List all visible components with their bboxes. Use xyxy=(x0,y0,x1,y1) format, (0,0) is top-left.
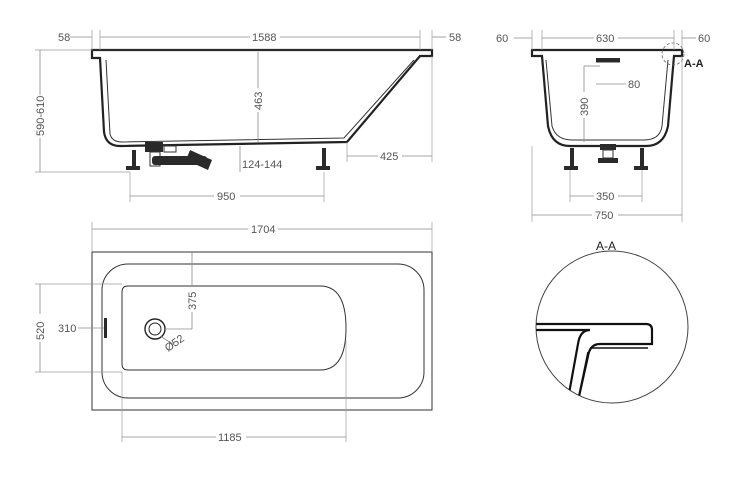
plan-overflow-icon xyxy=(104,318,107,338)
waste-drain-icon xyxy=(145,142,212,170)
plan-dim-overflow-offset: 310 xyxy=(58,323,76,335)
side-dim-right-rim: 58 xyxy=(449,32,461,44)
end-dim-left-rim: 60 xyxy=(496,33,508,45)
end-dim-top-width: 630 xyxy=(596,33,614,45)
end-dim-feet-span: 350 xyxy=(596,191,614,203)
side-dim-length-top: 1588 xyxy=(252,32,276,44)
end-dim-right-rim: 60 xyxy=(698,33,710,45)
plan-dim-inner-length: 1185 xyxy=(218,432,242,444)
section-label: A-A xyxy=(684,58,704,70)
side-dim-depth: 463 xyxy=(253,92,265,110)
plan-dim-width: 520 xyxy=(35,322,47,340)
plan-dim-length: 1704 xyxy=(251,224,275,236)
side-view-inner-line xyxy=(105,59,415,143)
side-dim-feet-adjust: 124-144 xyxy=(242,159,282,171)
side-dim-slope: 425 xyxy=(380,151,398,163)
side-view-outline xyxy=(90,48,434,148)
detail-rim-profile xyxy=(536,322,654,403)
plan-inner-bowl xyxy=(101,263,425,399)
end-view: 60 630 60 A-A 80 390 350 750 xyxy=(496,30,710,222)
side-dim-feet-span: 950 xyxy=(217,191,235,203)
end-drain-icon xyxy=(598,144,618,163)
plan-dim-drain-offset: 375 xyxy=(187,292,199,310)
side-dim-left-rim: 58 xyxy=(58,32,70,44)
end-feet-icon xyxy=(564,148,648,170)
plan-dim-drain-diameter: Ø52 xyxy=(163,333,187,355)
end-dim-width: 750 xyxy=(595,210,613,222)
detail-circle xyxy=(535,250,689,404)
side-dim-height: 590-610 xyxy=(35,96,47,136)
detail-title: A-A xyxy=(596,239,616,253)
section-marker-circle xyxy=(661,42,685,66)
plan-bowl-floor xyxy=(121,285,347,371)
plan-outer-rim xyxy=(91,251,433,411)
support-feet-icon xyxy=(126,148,330,170)
plan-view: 1704 375 520 310 Ø52 1185 xyxy=(35,222,433,444)
end-view-outline xyxy=(530,48,684,148)
side-view: 58 1588 58 590-610 463 124-144 425 950 xyxy=(35,30,461,203)
end-dim-overflow: 80 xyxy=(628,79,640,91)
detail-view: A-A xyxy=(535,239,689,404)
plan-drain-icon xyxy=(144,318,166,340)
end-dim-overflow-height: 390 xyxy=(579,98,591,116)
